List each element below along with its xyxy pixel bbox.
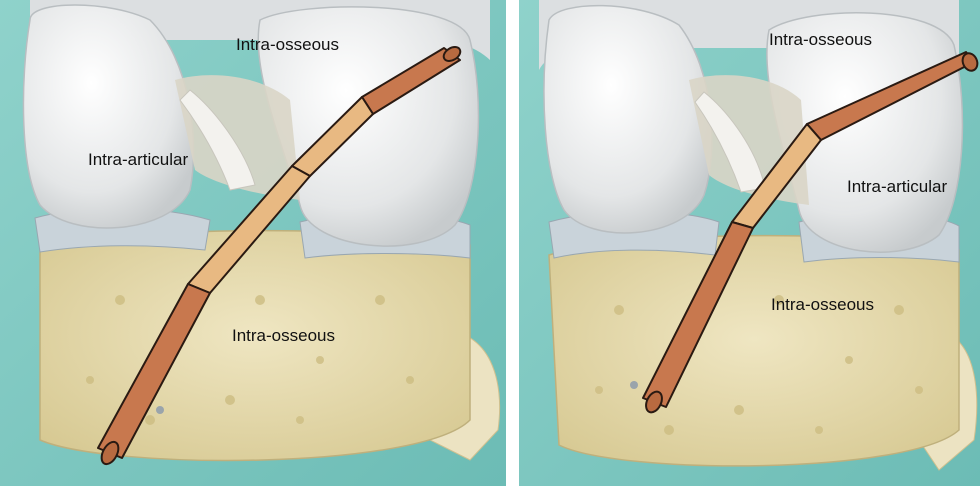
right-knee-panel: Intra-osseous Intra-articular Intra-osse… <box>519 0 980 486</box>
left-knee-illustration <box>0 0 506 486</box>
tibia <box>40 231 470 461</box>
label-intra-osseous-tibial: Intra-osseous <box>232 327 335 344</box>
label-intra-articular: Intra-articular <box>88 151 188 168</box>
label-intra-osseous-tibial: Intra-osseous <box>771 296 874 313</box>
left-knee-panel: Intra-osseous Intra-articular Intra-osse… <box>0 0 506 486</box>
label-intra-osseous-femoral: Intra-osseous <box>236 36 339 53</box>
femur-medial-condyle <box>544 6 712 233</box>
tibia <box>549 236 959 466</box>
label-intra-osseous-femoral: Intra-osseous <box>769 31 872 48</box>
right-knee-illustration <box>519 0 980 486</box>
label-intra-articular: Intra-articular <box>847 178 947 195</box>
